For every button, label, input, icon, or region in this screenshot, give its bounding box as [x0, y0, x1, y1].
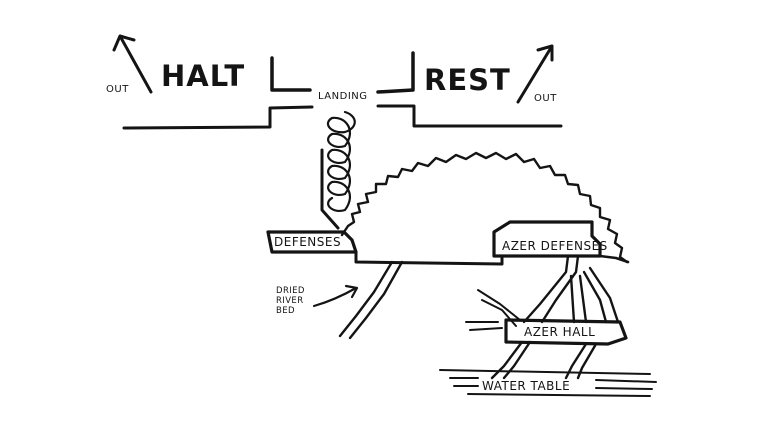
defenses-label: DEFENSES: [274, 235, 341, 249]
cavern-dome: [340, 151, 629, 264]
halt-floor: [122, 105, 314, 130]
halt-label: HALT: [161, 59, 245, 93]
dried-label: DRIED: [276, 286, 305, 296]
azer-defenses-box: [492, 220, 602, 258]
exit-arrow-right: [516, 44, 554, 104]
cavern-floor: [354, 250, 504, 266]
azer-tunnels: [465, 254, 620, 331]
azer-defenses-area: AZER DEFENSES: [492, 220, 630, 264]
azer-hall-box: [504, 318, 628, 346]
defenses-area: DEFENSES: [266, 230, 504, 266]
azer-hall: AZER HALL: [490, 318, 628, 380]
water-table: WATER TABLE: [439, 369, 657, 397]
spiral-shaft: [320, 110, 356, 230]
azer-defenses-label: AZER DEFENSES: [502, 239, 608, 253]
upper-level: OUT HALT LANDING REST OUT: [106, 34, 563, 130]
rest-bracket: [376, 51, 415, 94]
exit-arrow-left: [112, 34, 153, 94]
out-label-right: OUT: [534, 93, 557, 104]
azer-hall-label: AZER HALL: [524, 325, 595, 339]
dried-river-bed: DRIED RIVER BED: [276, 260, 404, 340]
water-table-label: WATER TABLE: [482, 379, 570, 393]
landing-label: LANDING: [318, 91, 368, 102]
halt-bracket: [270, 56, 312, 92]
rest-floor: [376, 104, 563, 128]
river-label: RIVER: [276, 296, 304, 306]
defenses-box: [266, 230, 358, 254]
bed-label: BED: [276, 306, 295, 316]
rest-label: REST: [424, 63, 511, 97]
out-label-left: OUT: [106, 84, 129, 95]
